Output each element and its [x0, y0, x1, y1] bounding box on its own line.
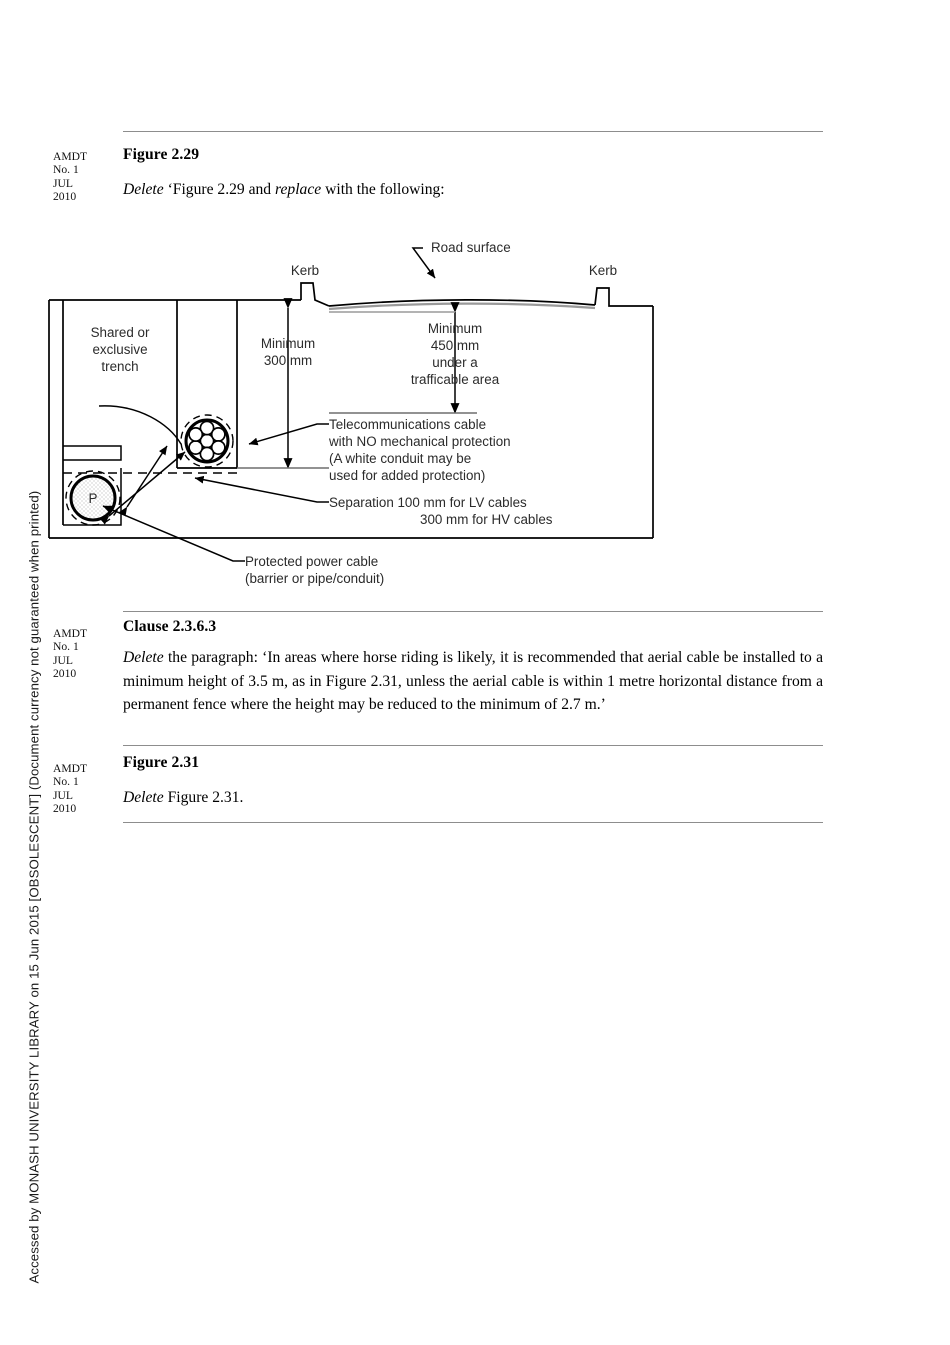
- min-450-label-line2: 450 mm: [431, 338, 479, 353]
- figure-231-instruction: Delete Figure 2.31.: [123, 786, 823, 810]
- power-label-line1: Protected power cable: [245, 554, 378, 569]
- clause-2363-instruction: Delete the paragraph: ‘In areas where ho…: [123, 646, 823, 717]
- telecom-core-sw: [188, 440, 204, 455]
- telecom-core-n: [199, 420, 215, 436]
- amendment-line-4: 2010: [53, 801, 77, 815]
- kerb-right-label: Kerb: [589, 263, 617, 278]
- section-divider-1: [123, 131, 823, 132]
- min-300-label-line2: 300 mm: [264, 353, 312, 368]
- power-cable: P: [65, 470, 121, 526]
- separation-arrow-2: [118, 445, 168, 517]
- amendment-line-1: AMDT: [53, 627, 88, 640]
- amendment-line-2: No. 1: [53, 775, 79, 789]
- kerb-right-profile: [594, 287, 653, 307]
- amendment-line-4: 2010: [53, 666, 77, 680]
- road-surface-label: Road surface: [431, 240, 511, 255]
- document-body: AMDT No. 1 JUL 2010 Figure 2.29 Delete ‘…: [53, 0, 823, 1345]
- telecom-core-s: [199, 446, 215, 462]
- road-camber: [328, 299, 596, 307]
- amendment-stamp-1: AMDT No. 1 JUL 2010: [53, 150, 113, 203]
- min-450-label-line3: under a: [432, 355, 478, 370]
- telecom-label-line3: (A white conduit may be: [329, 451, 471, 466]
- amendment-line-1: AMDT: [53, 762, 88, 775]
- power-label-line2: (barrier or pipe/conduit): [245, 571, 384, 586]
- separation-label-line2: 300 mm for HV cables: [420, 512, 553, 527]
- figure-229-instruction: Delete ‘Figure 2.29 and replace with the…: [123, 178, 823, 202]
- telecom-label-line1: Telecommunications cable: [329, 417, 486, 432]
- amendment-stamp-3: AMDT No. 1 JUL 2010: [53, 762, 113, 815]
- power-cable-symbol: P: [89, 491, 98, 506]
- amendment-line-3: JUL: [53, 653, 73, 667]
- amendment-stamp-2: AMDT No. 1 JUL 2010: [53, 627, 113, 680]
- figure-231-delete-word: Delete: [123, 789, 164, 806]
- separation-label-line1: Separation 100 mm for LV cables: [329, 495, 527, 510]
- telecom-label-line4: used for added protection): [329, 468, 485, 483]
- clause-2363-delete-word: Delete: [123, 649, 164, 666]
- min-450-label-line1: Minimum: [428, 321, 482, 336]
- section-divider-2: [123, 611, 823, 612]
- access-watermark-text: Accessed by MONASH UNIVERSITY LIBRARY on…: [26, 490, 42, 1284]
- figure-229-delete-word: Delete: [123, 181, 164, 198]
- min-300-label-line1: Minimum: [261, 336, 315, 351]
- section-divider-4: [123, 822, 823, 823]
- amendment-line-4: 2010: [53, 189, 77, 203]
- separation-callout-leader: [194, 475, 329, 503]
- access-watermark: Accessed by MONASH UNIVERSITY LIBRARY on…: [0, 0, 46, 1345]
- dimension-min-300: [237, 298, 329, 469]
- figure-229-instruction-mid: ‘Figure 2.29 and: [163, 181, 276, 198]
- kerb-left-profile: [300, 282, 330, 307]
- amendment-line-3: JUL: [53, 788, 73, 802]
- power-cable-barrier: [63, 445, 122, 461]
- figure-231-text: Figure 2.31.: [163, 789, 244, 806]
- telecom-label-line2: with NO mechanical protection: [328, 434, 511, 449]
- trench-label-line1: Shared or: [91, 325, 150, 340]
- kerb-left-label: Kerb: [291, 263, 319, 278]
- clause-2363-heading: Clause 2.3.6.3: [123, 618, 217, 635]
- section-divider-3: [123, 745, 823, 746]
- figure-229-diagram: P Minimum 300 mm Minimum 450 mm under a …: [0, 228, 827, 598]
- road-surface-leader: [411, 247, 436, 279]
- telecom-core-nw: [188, 427, 204, 442]
- amendment-line-2: No. 1: [53, 640, 79, 654]
- telecom-callout-leader: [248, 423, 329, 446]
- trench-label-line2: exclusive: [92, 342, 147, 357]
- trench-label-line3: trench: [101, 359, 138, 374]
- amendment-line-2: No. 1: [53, 163, 79, 177]
- telecom-cable-halo: [180, 414, 234, 468]
- figure-231-heading: Figure 2.31: [123, 754, 200, 771]
- telecom-core-ne: [210, 427, 226, 442]
- clause-2363-text: the paragraph: ‘In areas where horse rid…: [123, 649, 823, 713]
- dimension-min-450: [329, 302, 477, 414]
- min-450-label-line4: trafficable area: [411, 372, 500, 387]
- amendment-line-1: AMDT: [53, 150, 88, 163]
- road-base-layer: [328, 302, 596, 311]
- separation-dimensions: [98, 405, 186, 525]
- separation-arc: [98, 405, 182, 445]
- figure-229-heading: Figure 2.29: [123, 146, 200, 163]
- figure-229-instruction-tail: with the following:: [321, 181, 445, 198]
- amendment-line-3: JUL: [53, 176, 73, 190]
- telecom-cable-bundle: [180, 414, 234, 468]
- power-callout-leader: [102, 505, 245, 562]
- telecom-core-se: [210, 440, 226, 455]
- figure-229-replace-word: replace: [275, 181, 322, 198]
